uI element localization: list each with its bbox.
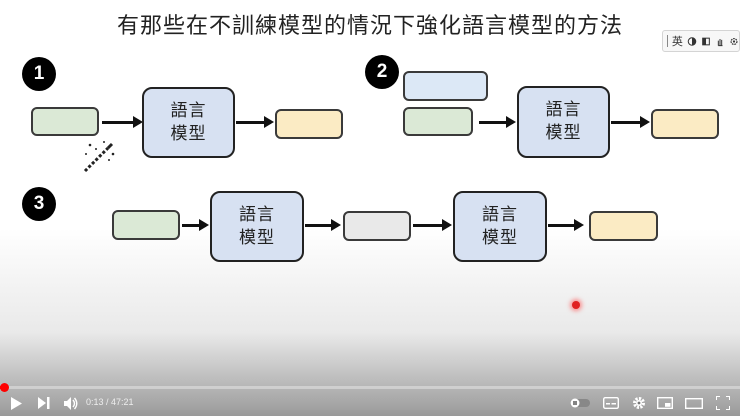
ime-handle[interactable] [667, 35, 668, 47]
input-box [403, 107, 473, 136]
arrow [182, 219, 209, 231]
autoplay-toggle[interactable] [570, 395, 590, 411]
lm-label-line2: 模型 [239, 227, 275, 248]
input-box [112, 210, 180, 240]
input-box [31, 107, 99, 136]
slide-title: 有那些在不訓練模型的情況下強化語言模型的方法 [116, 14, 623, 39]
volume-icon [63, 396, 77, 410]
miniplayer-icon [657, 397, 673, 409]
context-box [403, 71, 488, 101]
fullscreen-icon [716, 396, 730, 410]
theater-mode-icon [685, 397, 703, 409]
settings-button[interactable] [630, 395, 648, 411]
ime-language-toggle[interactable]: 英 [671, 35, 683, 48]
lm-label-line2: 模型 [482, 227, 518, 248]
volume-button[interactable] [62, 395, 80, 411]
ime-toolbar[interactable]: 英 [662, 30, 740, 52]
theater-mode-button[interactable] [684, 395, 704, 411]
progress-scrubber[interactable] [0, 383, 9, 392]
output-box [651, 109, 719, 139]
fullscreen-button[interactable] [714, 395, 732, 411]
arrow [413, 219, 452, 231]
step-badge-3: 3 [22, 187, 56, 221]
lm-label-line1: 語言 [545, 100, 582, 120]
arrow [305, 219, 341, 231]
output-box [589, 211, 658, 241]
progress-bar[interactable] [0, 383, 740, 392]
arrow [236, 116, 274, 128]
skip-next-icon [38, 397, 50, 409]
language-model-box: 語言 模型 [517, 86, 610, 158]
cursor-pointer-dot [572, 301, 580, 309]
magic-wand-icon [83, 141, 115, 173]
lm-label-line1: 語言 [482, 204, 518, 225]
autoplay-toggle-icon [570, 398, 590, 408]
arrow [479, 116, 516, 128]
step-badge-1: 1 [22, 57, 56, 91]
intermediate-box [343, 211, 411, 241]
language-model-box: 語言 模型 [453, 191, 547, 262]
lm-label-line1: 語言 [239, 204, 275, 225]
language-model-box: 語言 模型 [142, 87, 235, 158]
lm-label-line2: 模型 [545, 123, 582, 143]
settings-icon[interactable] [729, 36, 739, 47]
time-display: 0:13 / 47:21 [86, 397, 134, 407]
lm-label-line1: 語言 [170, 100, 207, 121]
subtitles-icon [603, 397, 619, 409]
language-model-box: 語言 模型 [210, 191, 304, 262]
punctuation-icon[interactable] [701, 36, 711, 47]
subtitles-button[interactable] [602, 395, 620, 411]
next-button[interactable] [36, 395, 52, 411]
play-icon [11, 396, 22, 410]
lm-label-line2: 模型 [170, 123, 207, 144]
arrow [102, 116, 143, 128]
hand-icon[interactable] [715, 36, 725, 47]
arrow [611, 116, 650, 128]
output-box [275, 109, 343, 139]
arrow [548, 219, 584, 231]
play-button[interactable] [8, 395, 24, 411]
miniplayer-button[interactable] [656, 395, 674, 411]
gear-icon [633, 397, 645, 409]
step-badge-2: 2 [365, 55, 399, 89]
half-width-icon[interactable] [687, 36, 697, 47]
